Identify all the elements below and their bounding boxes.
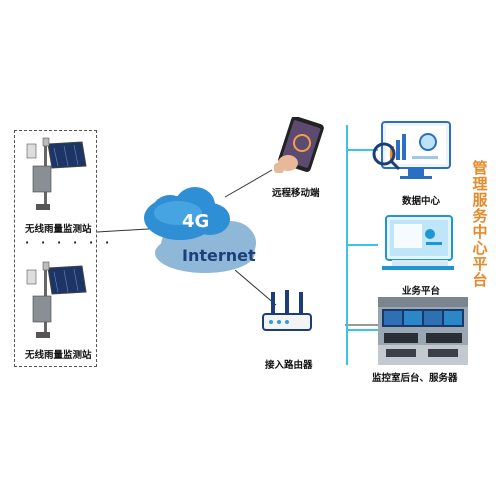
station-label: 无线雨量监测站 (25, 224, 92, 235)
data-center-label: 数据中心 (402, 196, 441, 207)
rain-gauge-station-icon (26, 261, 87, 338)
data-center-monitor-icon (372, 121, 451, 179)
mobile-terminal-label: 远程移动端 (272, 188, 320, 199)
rain-gauge-station-icon (26, 137, 87, 210)
stations-group (14, 130, 97, 367)
business-platform-monitor-icon (382, 215, 454, 270)
smartphone-icon (274, 117, 324, 173)
monitoring-room-photo (378, 297, 468, 365)
cloud-internet-label: Internet (182, 246, 256, 265)
platform-title: 管理服务中心平台 (472, 159, 488, 289)
monitoring-room-label: 监控室后台、服务器 (372, 373, 458, 384)
cloud-icon: 4G Internet (144, 187, 256, 273)
router-label: 接入路由器 (265, 360, 313, 371)
router-icon (262, 290, 312, 331)
ellipsis-dots: · · · · · · (25, 236, 114, 249)
station-label: 无线雨量监测站 (25, 350, 92, 361)
cloud-4g-label: 4G (182, 211, 209, 232)
business-platform-label: 业务平台 (402, 286, 441, 297)
